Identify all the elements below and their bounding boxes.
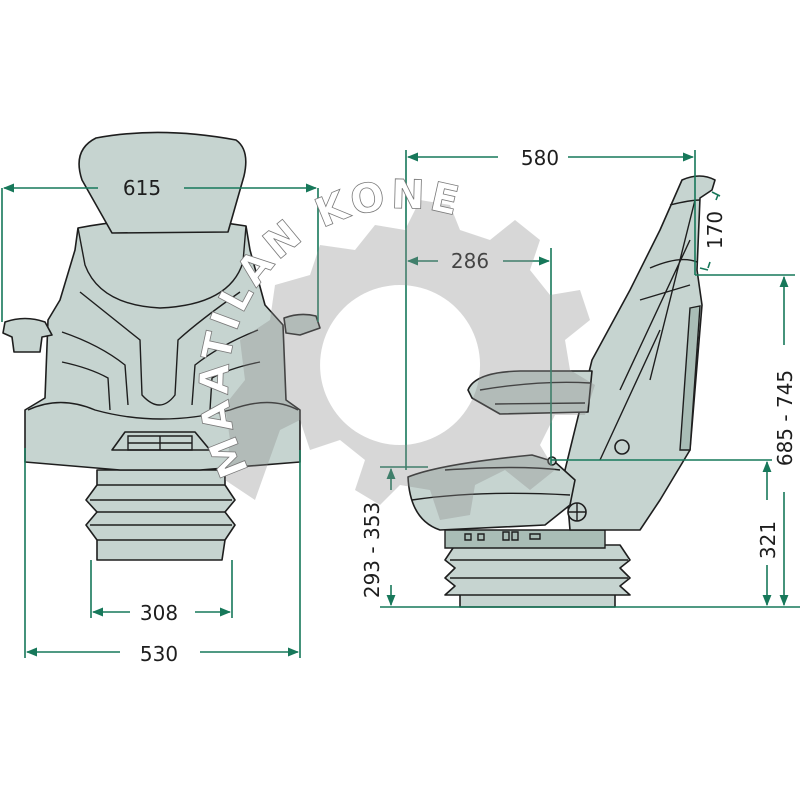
right-armrest bbox=[283, 313, 321, 336]
dimension-label-530: 530 bbox=[140, 642, 178, 666]
front-view-seat bbox=[2, 131, 321, 561]
side-slide-rail bbox=[444, 529, 606, 549]
dimension-170: 170 bbox=[699, 191, 727, 271]
watermark-gear bbox=[225, 200, 595, 520]
dimension-286: 286 bbox=[406, 248, 552, 465]
dimension-label-321: 321 bbox=[756, 521, 780, 559]
dimension-label-580: 580 bbox=[521, 146, 559, 170]
dimension-label-308: 308 bbox=[140, 601, 178, 625]
seat-reference-point bbox=[547, 456, 557, 466]
side-view-seat bbox=[407, 175, 716, 608]
left-armrest bbox=[2, 317, 53, 353]
side-bellows bbox=[444, 544, 631, 596]
dimension-label-286: 286 bbox=[451, 249, 489, 273]
dimension-label-685-745: 685 - 745 bbox=[773, 370, 797, 466]
front-seat-handle bbox=[111, 431, 211, 451]
front-headrest bbox=[78, 131, 247, 234]
side-backrest bbox=[564, 175, 716, 531]
dimension-321: 321 bbox=[551, 459, 780, 607]
dimension-label-170: 170 bbox=[703, 211, 727, 249]
dimension-530: 530 bbox=[24, 448, 301, 666]
dimension-308: 308 bbox=[90, 560, 233, 625]
dimension-685-745: 685 - 745 bbox=[695, 274, 797, 607]
dimension-label-615: 615 bbox=[123, 176, 161, 200]
front-bellows bbox=[85, 469, 236, 561]
dimension-580: 580 bbox=[405, 146, 696, 470]
watermark-logo: MAATILAN KONE bbox=[191, 171, 595, 520]
dimension-615: 615 bbox=[1, 176, 319, 322]
dimension-label-293-353: 293 - 353 bbox=[360, 502, 384, 598]
dimension-293-353: 293 - 353 bbox=[360, 466, 428, 607]
side-base bbox=[459, 593, 616, 608]
